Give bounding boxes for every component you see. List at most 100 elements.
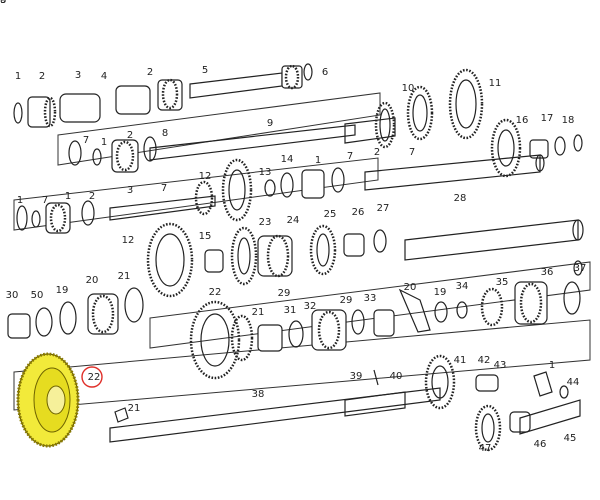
- part-gear-11: [448, 68, 484, 140]
- panel-row-2: [57, 92, 381, 166]
- part-label-31: 31: [284, 305, 297, 316]
- part-gear-31: [189, 300, 241, 380]
- part-39: [114, 407, 129, 423]
- part-34: [398, 288, 431, 333]
- part-label-36: 36: [541, 267, 554, 278]
- part-bolt-45: [533, 371, 553, 397]
- part-circlip: [13, 102, 23, 124]
- part-label-18: 18: [562, 115, 575, 126]
- part-label-39: 39: [350, 371, 363, 382]
- part-label-46: 46: [534, 439, 547, 450]
- part-shaft-15: [364, 154, 541, 191]
- part-label-1: 1: [17, 195, 23, 206]
- part-label-43: 43: [494, 360, 507, 371]
- part-label-12: 12: [199, 171, 212, 182]
- part-label-19: 19: [434, 287, 447, 298]
- part-label-7: 7: [409, 147, 415, 158]
- part-label-30: 30: [6, 290, 19, 301]
- part-label-40: 40: [390, 371, 403, 382]
- part-label-45: 45: [564, 433, 577, 444]
- part-label-35: 35: [496, 277, 509, 288]
- part-label-9: 9: [267, 118, 273, 129]
- row-2-parts: [68, 68, 583, 178]
- part-label-2: 2: [147, 67, 153, 78]
- part-gear-49: [474, 404, 502, 452]
- part-label-21: 21: [128, 403, 141, 414]
- part-label-2: 2: [89, 191, 95, 202]
- part-label-6: 6: [322, 67, 328, 78]
- panel-row-5: [149, 261, 591, 349]
- part-label-29: 29: [340, 295, 353, 306]
- part-label-8: 8: [162, 128, 168, 139]
- part-label-23: 23: [259, 217, 272, 228]
- part-label-47: 47: [479, 443, 492, 454]
- part-label-49: 49: [0, 0, 6, 6]
- part-label-32: 32: [304, 301, 317, 312]
- panel-row-3: [13, 157, 379, 231]
- part-gear-43: [424, 354, 456, 410]
- part-label-13: 13: [259, 167, 272, 178]
- part-shaft-13: [109, 195, 216, 221]
- part-label-37: 37: [574, 263, 587, 274]
- part-label-17: 17: [541, 113, 554, 124]
- part-label-4: 4: [101, 71, 107, 82]
- part-label-2: 2: [374, 147, 380, 158]
- part-sleeve: [59, 93, 101, 123]
- part-gear-27: [309, 224, 337, 276]
- part-label-21: 21: [252, 307, 265, 318]
- row-5-parts: [7, 281, 581, 380]
- part-label-33: 33: [364, 293, 377, 304]
- highlight-marker-circle: [81, 366, 103, 388]
- part-label-7: 7: [83, 135, 89, 146]
- part-label-19: 19: [56, 285, 69, 296]
- part-label-20: 20: [86, 275, 99, 286]
- part-label-11: 11: [489, 78, 502, 89]
- part-label-28: 28: [454, 193, 467, 204]
- part-gear-23: [146, 222, 194, 298]
- part-gear-16: [490, 118, 522, 178]
- part-label-22: 22: [209, 287, 222, 298]
- part-gear-10: [406, 85, 434, 141]
- part-label-14: 14: [281, 154, 294, 165]
- part-shaft-9: [149, 124, 356, 161]
- part-gear-37: [480, 287, 504, 327]
- part-shaft-30: [404, 219, 579, 261]
- part-label-2: 2: [127, 130, 133, 141]
- row-4-parts: [146, 219, 584, 298]
- part-shaft-40: [109, 387, 441, 443]
- row-1-parts: [13, 63, 313, 128]
- part-label-20: 20: [404, 282, 417, 293]
- part-label-21: 21: [118, 271, 131, 282]
- part-label-10: 10: [402, 83, 415, 94]
- part-label-50: 50: [31, 290, 44, 301]
- part-gear-25: [230, 226, 258, 286]
- part-label-3: 3: [75, 70, 81, 81]
- part-label-34: 34: [456, 281, 469, 292]
- part-label-1: 1: [101, 137, 107, 148]
- part-label-7: 7: [161, 183, 167, 194]
- part-shaft-47: [519, 399, 581, 435]
- part-bearing-2: [157, 79, 183, 111]
- part-label-7: 7: [42, 195, 48, 206]
- panel-frames: [13, 92, 591, 411]
- part-gear-38-highlighted[interactable]: [16, 352, 80, 448]
- part-label-42: 42: [478, 355, 491, 366]
- part-label-41: 41: [454, 355, 467, 366]
- part-label-1: 1: [65, 191, 71, 202]
- part-label-29: 29: [278, 288, 291, 299]
- part-shaft-5: [189, 72, 283, 99]
- part-label-27: 27: [377, 203, 390, 214]
- part-bearing: [27, 96, 51, 128]
- part-label-16: 16: [516, 115, 529, 126]
- part-label-1: 1: [15, 71, 21, 82]
- part-label-38: 38: [252, 389, 265, 400]
- part-label-7: 7: [347, 151, 353, 162]
- part-label-26: 26: [352, 207, 365, 218]
- part-label-1: 1: [549, 360, 555, 371]
- part-label-5: 5: [202, 65, 208, 76]
- part-label-44: 44: [567, 377, 580, 388]
- part-collar: [115, 85, 151, 115]
- part-label-3: 3: [127, 185, 133, 196]
- part-label-15: 15: [199, 231, 212, 242]
